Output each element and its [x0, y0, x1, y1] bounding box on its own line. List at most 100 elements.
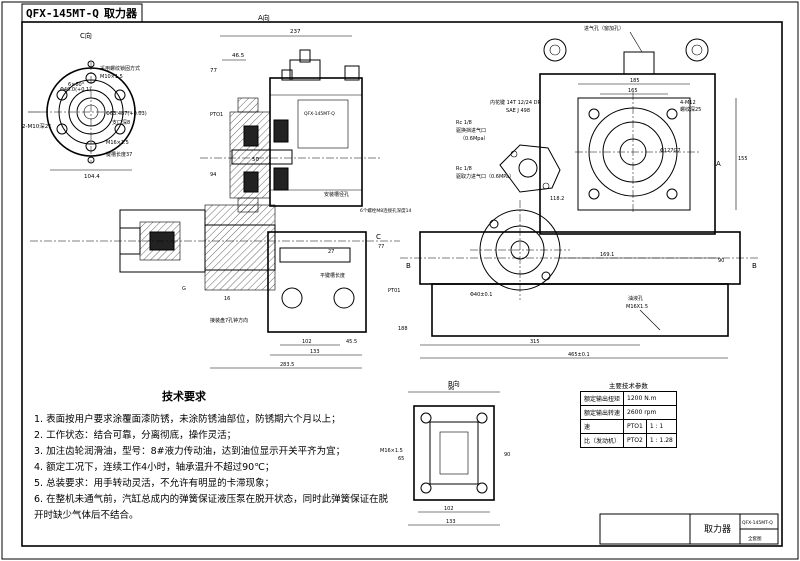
svg-text:77: 77	[378, 244, 384, 250]
svg-text:118.2: 118.2	[550, 196, 564, 202]
param-table-title: 主要技术参数	[608, 381, 648, 390]
svg-text:102: 102	[444, 506, 454, 512]
note-item: 5. 总装要求：用手转动灵活，不允许有明显的卡滞现象；	[34, 478, 275, 489]
svg-text:Φ127G7: Φ127G7	[660, 148, 681, 154]
svg-text:C: C	[376, 233, 381, 241]
c-view: C向 2-M10深21 6×60° 采用螺纹锁固方式 M10×1.5 Φ40.0…	[22, 31, 147, 180]
svg-text:Rc 1/8: Rc 1/8	[456, 166, 472, 172]
note-item: 6. 在整机未通气前，汽缸总成内的弹簧保证液压泵在脱开状态，同时此弹簧保证在脱	[34, 494, 389, 505]
svg-text:取力器: 取力器	[704, 523, 731, 535]
svg-text:102: 102	[302, 339, 312, 345]
svg-text:M16×1.5: M16×1.5	[106, 140, 129, 146]
dim-104: 104.4	[84, 174, 100, 180]
svg-text:键槽长度37: 键槽长度37	[106, 151, 132, 158]
inner-frame	[21, 21, 783, 547]
drawing-code: QFX-145MT-Q	[26, 7, 99, 20]
param-extra: 1 : 1.28	[645, 433, 677, 448]
title-block: 取力器 QFX-145MT-Q 全套图	[599, 513, 779, 545]
svg-text:16: 16	[224, 296, 230, 302]
svg-text:90: 90	[504, 452, 510, 458]
svg-text:平键槽长度: 平键槽长度	[320, 272, 345, 279]
a-view-section: A向 237 46.5 77 QFX-145MT-Q PTO1 50 94	[30, 13, 411, 369]
svg-text:M16×1.5: M16×1.5	[380, 448, 403, 454]
note-item: 2. 工作状态：结合可靠，分离彻底，操作灵活；	[34, 430, 237, 441]
note-item: 4. 额定工况下，连续工作4小时，轴承温升不超过90℃；	[34, 462, 275, 473]
param-extra: 1 : 1	[645, 419, 677, 434]
param-table: 主要技术参数 额定输出扭矩 1200 N.m 额定输出转速 2600 rpm 速…	[579, 378, 677, 448]
svg-text:进气孔（窗加孔）: 进气孔（窗加孔）	[584, 25, 624, 32]
svg-text:接装盘7孔钟方向: 接装盘7孔钟方向	[210, 317, 248, 324]
param-label: 比（发动机）	[579, 433, 625, 448]
svg-text:46.5: 46.5	[232, 53, 245, 59]
svg-text:安装槽径孔: 安装槽径孔	[324, 191, 349, 198]
c-view-label: C向	[80, 31, 92, 40]
note-item: 1. 表面按用户要求涂覆面漆防锈，未涂防锈油部位，防锈期六个月以上；	[34, 414, 341, 425]
svg-text:全套图: 全套图	[748, 535, 762, 542]
svg-text:77: 77	[210, 68, 217, 74]
svg-text:Φ40.0(+0.1): Φ40.0(+0.1)	[60, 87, 91, 93]
svg-text:驱取力进气口（0.6MPa）: 驱取力进气口（0.6MPa）	[456, 173, 514, 180]
param-value: PTO2	[623, 433, 647, 448]
svg-text:185: 185	[630, 78, 640, 84]
svg-text:50: 50	[252, 157, 259, 163]
svg-text:PT01: PT01	[388, 288, 400, 294]
param-label: 额定输出转速	[579, 405, 625, 420]
m10-label: 2-M10深21	[22, 122, 52, 130]
cylinder-cap	[499, 144, 561, 193]
svg-text:A向: A向	[258, 13, 270, 22]
svg-text:90: 90	[718, 258, 724, 264]
svg-text:96: 96	[448, 386, 454, 392]
svg-text:内花键 14T 12/24 DP: 内花键 14T 12/24 DP	[490, 99, 540, 106]
param-value: 1200 N.m	[623, 391, 677, 406]
svg-text:45.5: 45.5	[346, 339, 357, 345]
svg-text:188: 188	[398, 326, 408, 332]
svg-text:B: B	[406, 262, 411, 270]
svg-text:SAE J 498: SAE J 498	[506, 108, 530, 114]
svg-text:QFX-145MT-Q: QFX-145MT-Q	[742, 520, 773, 526]
drawing-title: 取力器	[104, 6, 138, 20]
lower-section	[204, 204, 276, 291]
svg-text:螺纹深25: 螺纹深25	[680, 106, 701, 113]
param-label: 额定输出扭矩	[579, 391, 625, 406]
svg-text:QFX-145MT-Q: QFX-145MT-Q	[304, 111, 335, 117]
title-box	[21, 3, 143, 23]
svg-text:133: 133	[446, 519, 456, 525]
dim-237: 237	[290, 29, 301, 35]
front-view: 进气孔（窗加孔） 4-M12 螺纹深25 Φ127G7 185 165 155 …	[398, 25, 760, 359]
svg-text:4-M12: 4-M12	[680, 100, 696, 106]
notes-title: 技术要求	[162, 390, 206, 403]
svg-text:油液孔: 油液孔	[628, 295, 643, 302]
svg-text:65: 65	[398, 456, 404, 462]
svg-text:6个螺栓M8连接孔深度14: 6个螺栓M8连接孔深度14	[360, 207, 411, 214]
svg-text:A: A	[716, 160, 721, 168]
svg-text:169.1: 169.1	[600, 252, 614, 258]
svg-text:Rc 1/8: Rc 1/8	[456, 120, 472, 126]
svg-text:6×60°: 6×60°	[68, 82, 85, 88]
param-value: PTO1	[623, 419, 647, 434]
svg-text:Φ63.487(+0.03): Φ63.487(+0.03)	[106, 111, 147, 117]
svg-text:PTO1: PTO1	[210, 112, 223, 118]
technical-requirements: 技术要求 1. 表面按用户要求涂覆面漆防锈，未涂防锈油部位，防锈期六个月以上； …	[34, 388, 414, 524]
svg-text:165: 165	[628, 88, 638, 94]
svg-text:采用螺纹锁固方式: 采用螺纹锁固方式	[100, 65, 140, 72]
svg-text:B: B	[752, 262, 757, 270]
svg-text:B向: B向	[448, 379, 460, 388]
param-label: 速	[579, 419, 625, 434]
svg-text:M10×1.5: M10×1.5	[100, 74, 123, 80]
svg-text:133: 133	[310, 349, 320, 355]
svg-text:315: 315	[530, 339, 540, 345]
svg-text:94: 94	[210, 172, 216, 178]
svg-text:驱换挡进气口: 驱换挡进气口	[456, 127, 486, 134]
b-flange	[413, 405, 495, 501]
svg-text:Φ40±0.1: Φ40±0.1	[470, 292, 492, 298]
svg-text:（0.6Mpa）: （0.6Mpa）	[460, 136, 489, 142]
svg-text:283.5: 283.5	[280, 362, 294, 368]
svg-text:支口深8: 支口深8	[112, 119, 130, 126]
svg-text:465±0.1: 465±0.1	[568, 352, 590, 358]
gearbox-upper	[539, 73, 716, 235]
svg-text:155: 155	[738, 156, 748, 162]
lower-housing	[267, 231, 367, 333]
note-item: 3. 加注齿轮润滑油，型号：8#液力传动油，达到油位显示开关平齐为宜；	[34, 446, 346, 457]
